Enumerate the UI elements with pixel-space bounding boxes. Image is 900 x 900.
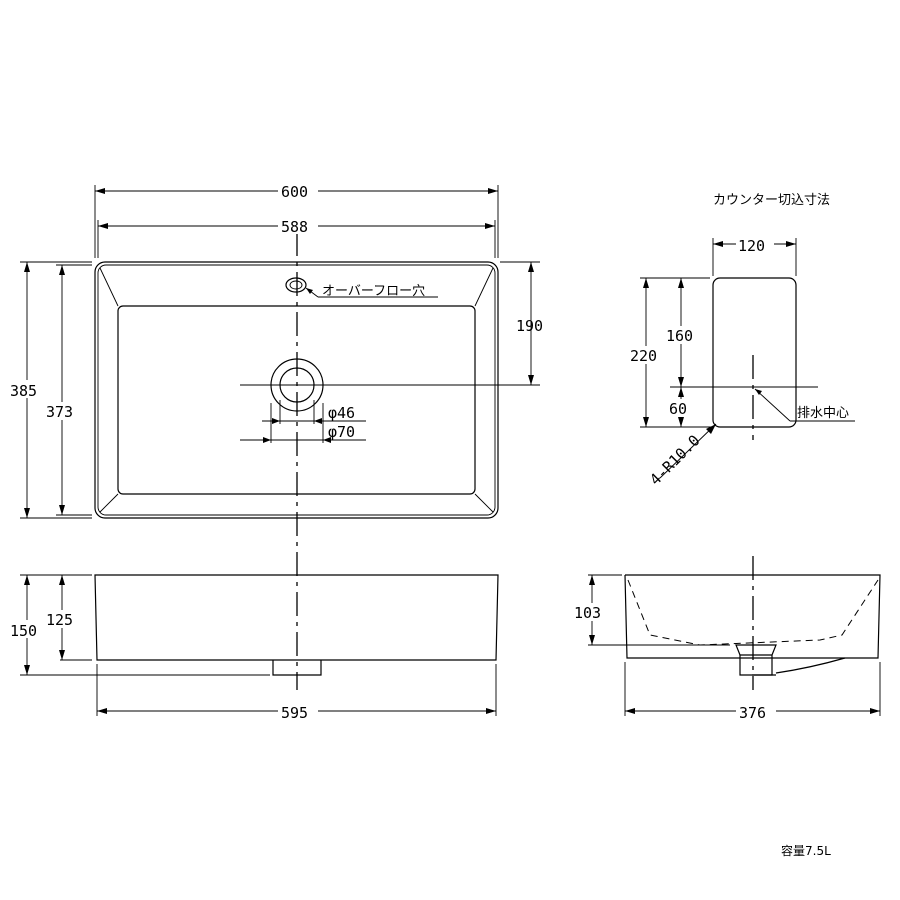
phi-70-label: φ70 [328,423,355,441]
dim-190: 190 [516,317,543,335]
dim-125: 125 [46,611,73,629]
dim-600: 600 [281,183,308,201]
front-body [94,574,499,661]
dim-103: 103 [574,604,601,622]
top-view: φ46 φ70 オーバーフロー穴 600 588 385 373 [8,181,543,690]
front-drain-pipe [272,660,322,676]
dim-588: 588 [281,218,308,236]
cutout-title: カウンター切込寸法 [713,193,830,208]
dim-120: 120 [738,237,765,255]
side-body [624,574,881,659]
overflow-hole-label: オーバーフロー穴 [322,284,425,299]
dim-60: 60 [669,400,687,418]
drain-center-label: 排水中心 [797,406,849,421]
dim-220: 220 [630,347,657,365]
dim-373: 373 [46,403,73,421]
phi-46-label: φ46 [328,404,355,422]
side-view: 103 376 [572,556,881,722]
front-view: 150 125 595 [8,574,499,722]
dim-150: 150 [10,622,37,640]
overflow-hole [285,277,307,293]
side-bowl-profile [627,579,879,646]
dim-595: 595 [281,704,308,722]
capacity-label: 容量7.5L [781,843,831,858]
counter-cutout: カウンター切込寸法 120 220 160 60 [628,193,855,489]
cutout-rect [712,277,797,428]
radius-label: 4-R10.0 [646,431,703,488]
dim-376: 376 [739,704,766,722]
dim-385: 385 [10,382,37,400]
dim-160: 160 [666,327,693,345]
